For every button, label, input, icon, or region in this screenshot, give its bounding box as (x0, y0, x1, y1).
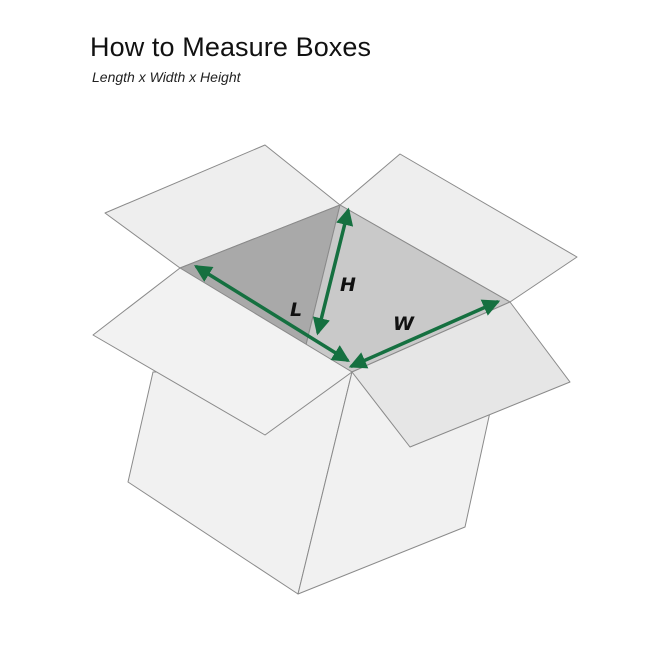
length-arrow (194, 265, 350, 362)
height-arrow (312, 207, 354, 336)
page-subtitle: Length x Width x Height (92, 69, 241, 85)
width-arrow (348, 299, 501, 369)
width-label: W (393, 313, 415, 335)
height-label: H (340, 274, 356, 296)
length-label: L (290, 299, 302, 321)
page-title: How to Measure Boxes (90, 32, 372, 62)
